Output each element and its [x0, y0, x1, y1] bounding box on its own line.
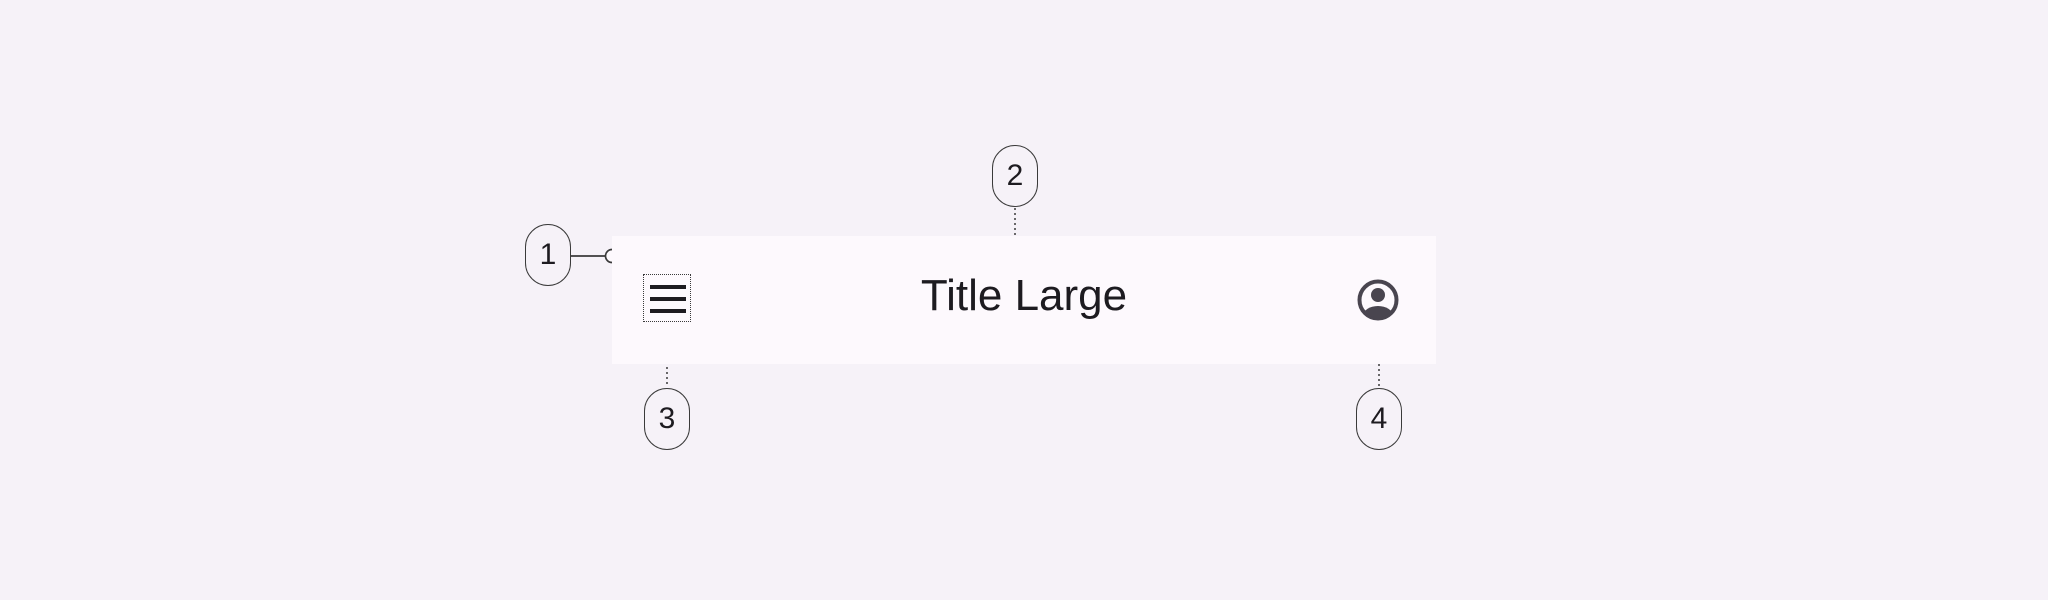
callout-3: 3	[644, 388, 690, 450]
callout-4: 4	[1356, 388, 1402, 450]
top-app-bar-container	[612, 236, 1436, 364]
callout-2: 2	[992, 145, 1038, 207]
callout-1: 1	[525, 224, 571, 286]
app-bar-title: Title Large	[920, 271, 1128, 320]
account-circle-icon[interactable]	[1356, 278, 1400, 322]
navigation-menu-button[interactable]	[643, 274, 691, 322]
menu-icon	[650, 285, 686, 313]
